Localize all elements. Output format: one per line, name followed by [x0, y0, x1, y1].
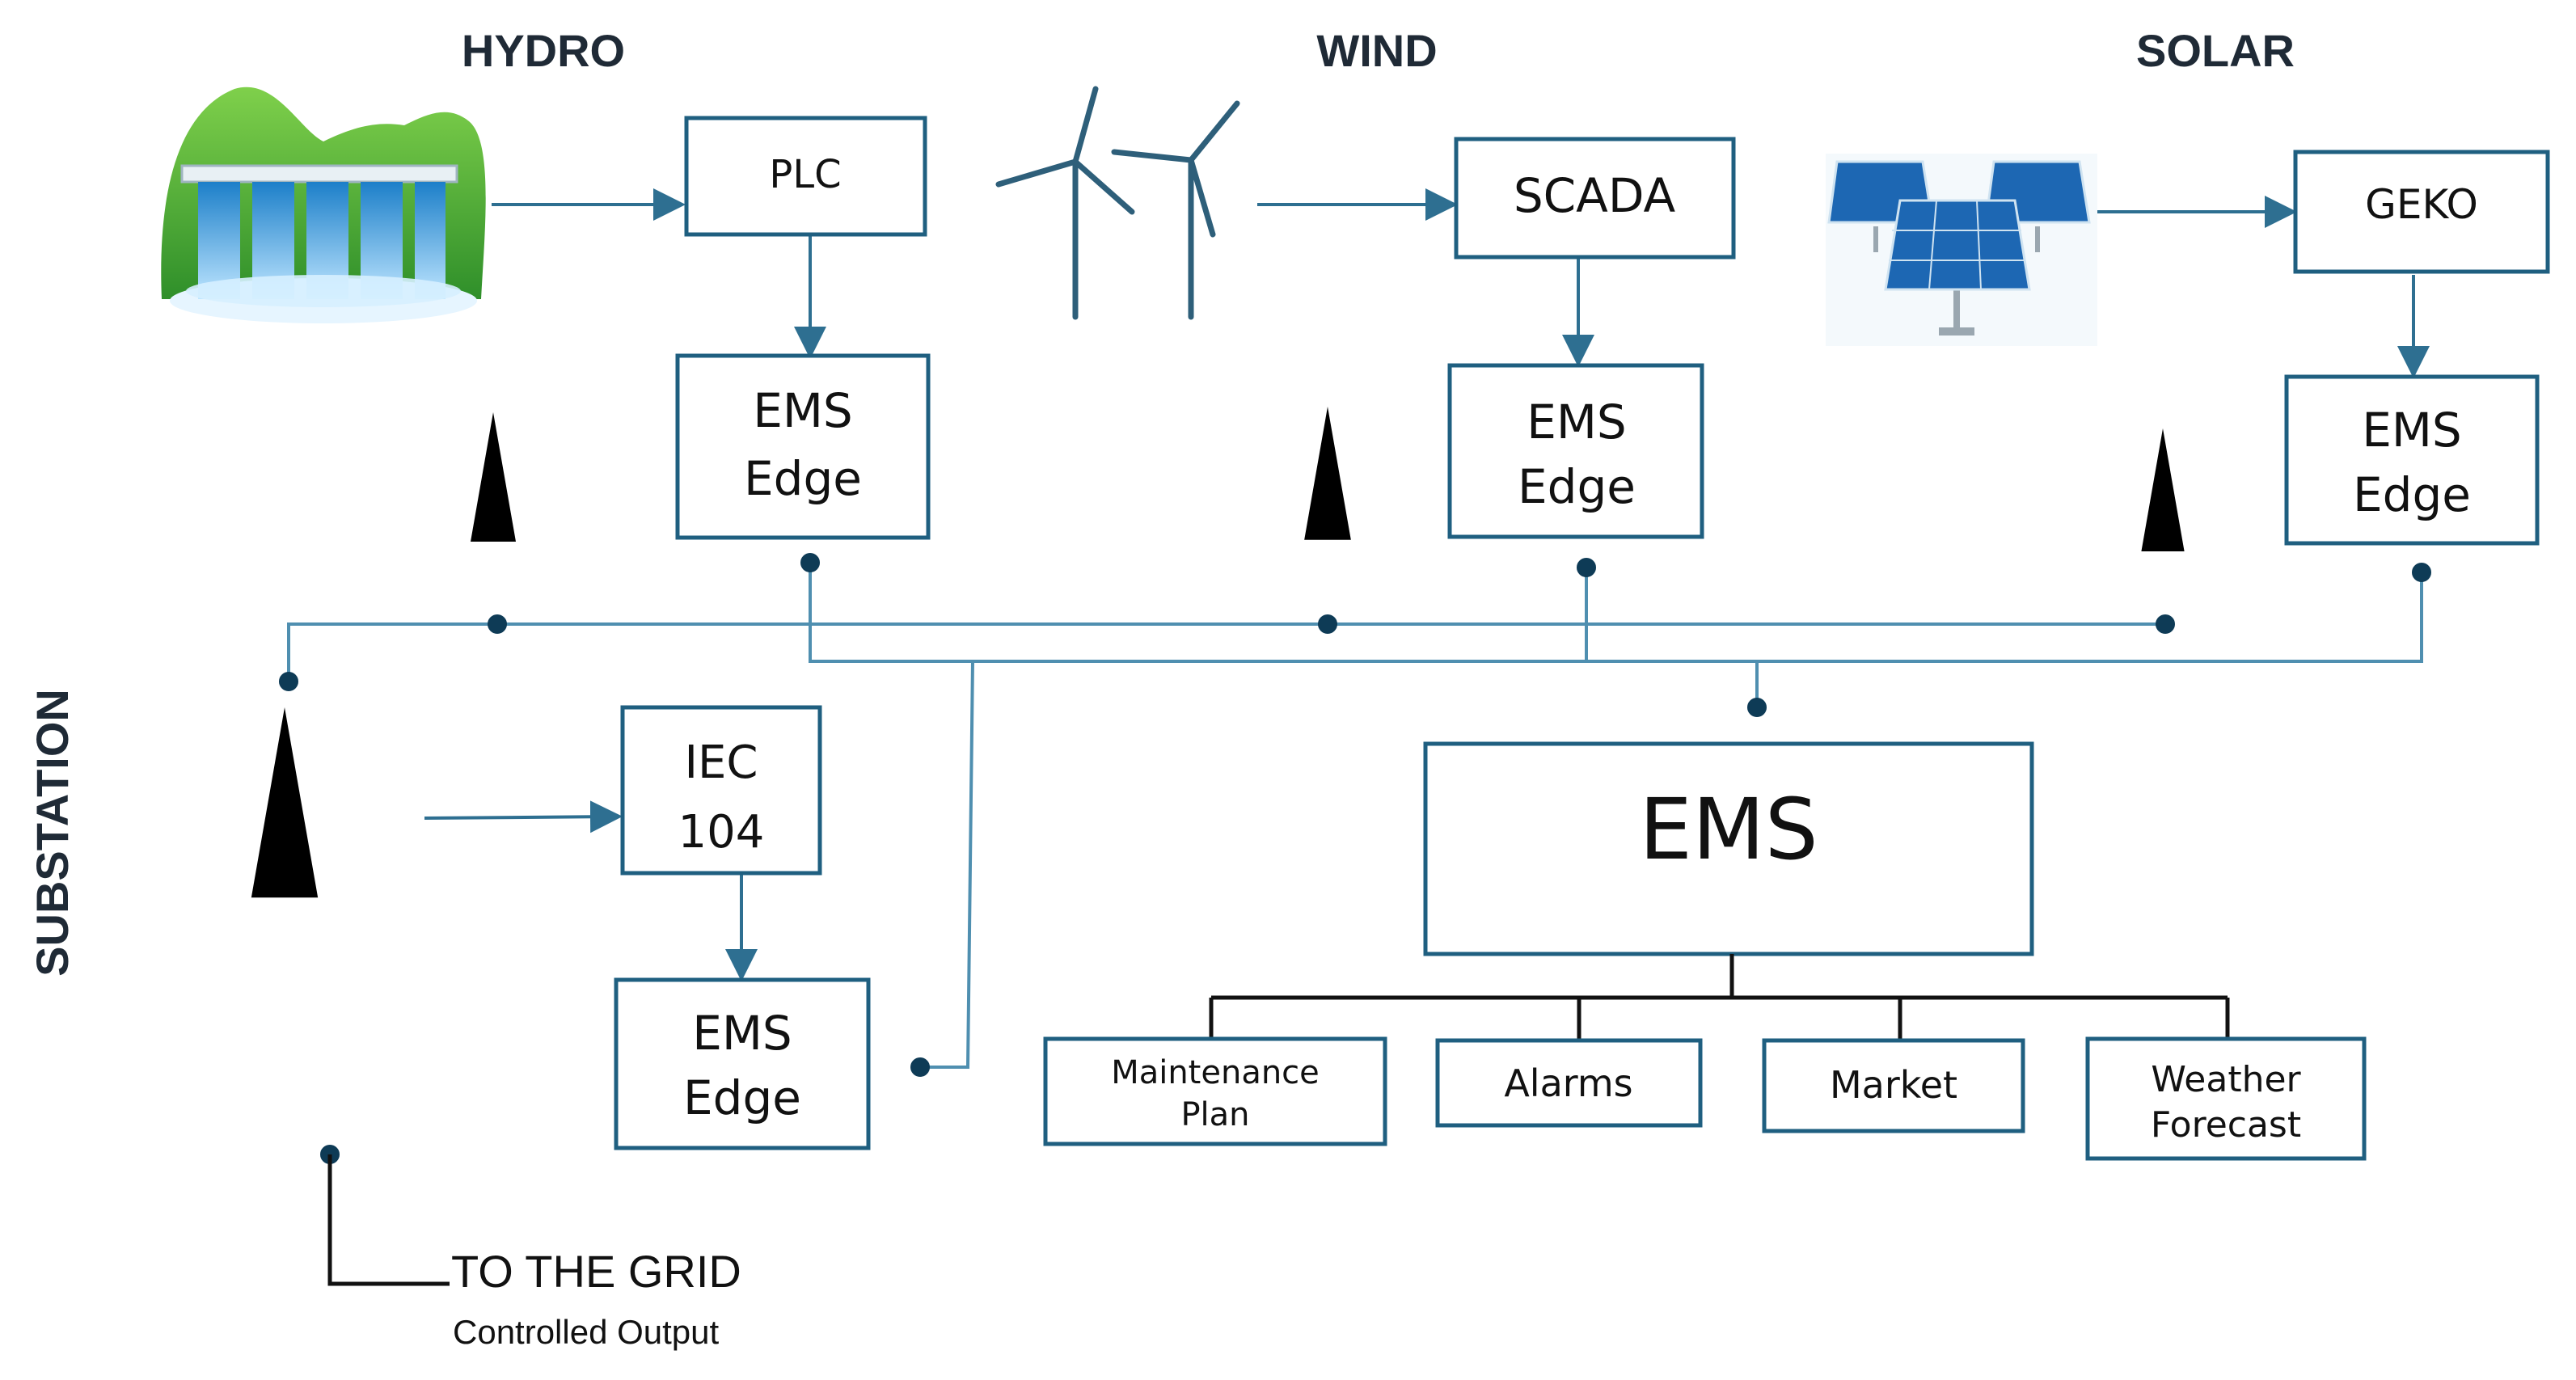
ems-main-label: EMS — [1639, 780, 1818, 879]
weather-forecast-box: Weather Forecast — [2085, 1036, 2367, 1161]
ems-edge-line1: EMS — [1527, 395, 1627, 449]
ems-data-bus — [809, 563, 2423, 663]
grid-output-line — [327, 1154, 450, 1286]
hydro-dam-icon — [161, 87, 486, 323]
substation-edge-bus — [920, 660, 974, 1069]
substation-to-iec-arrow — [424, 800, 623, 833]
bus-node — [279, 672, 298, 691]
plc-box: PLC — [684, 116, 927, 237]
grid-label: TO THE GRID — [451, 1246, 741, 1297]
bus-node — [800, 553, 820, 572]
alarms-box: Alarms — [1435, 1038, 1703, 1128]
maintenance-label-line1: Maintenance — [1111, 1054, 1320, 1091]
plc-label: PLC — [769, 152, 841, 197]
scada-box: SCADA — [1454, 137, 1736, 260]
iec-104-box: IEC 104 — [620, 705, 822, 876]
wind-turbine-icon — [995, 86, 1240, 320]
market-box: Market — [1762, 1038, 2025, 1133]
iec-label-line1: IEC — [685, 736, 758, 789]
wind-heading: WIND — [1316, 25, 1437, 76]
solar-panel-icon — [1826, 154, 2097, 346]
iec-label-line2: 104 — [678, 806, 765, 859]
solar-ems-edge-box: EMS Edge — [2284, 374, 2540, 546]
maintenance-label-line2: Plan — [1180, 1096, 1249, 1133]
bus-node — [488, 614, 507, 634]
transmission-tower-icon — [416, 412, 570, 545]
hydro-ems-edge-box: EMS Edge — [675, 353, 931, 540]
market-label: Market — [1830, 1063, 1957, 1107]
ems-edge-line1: EMS — [692, 1006, 792, 1061]
wind-ems-edge-box: EMS Edge — [1447, 363, 1704, 539]
bus-node — [910, 1057, 930, 1077]
geko-label: GEKO — [2365, 181, 2478, 228]
bus-node — [1318, 614, 1337, 634]
transmission-tower-icon — [1248, 407, 1407, 543]
ems-edge-line2: Edge — [683, 1070, 801, 1125]
transmission-tower-icon — [2089, 428, 2236, 555]
substation-ems-edge-box: EMS Edge — [614, 977, 871, 1150]
bus-node — [2156, 614, 2175, 634]
ems-edge-line1: EMS — [753, 383, 853, 438]
ems-edge-line2: Edge — [744, 451, 862, 506]
ems-edge-line1: EMS — [2362, 403, 2462, 458]
grid-sublabel: Controlled Output — [453, 1313, 720, 1351]
ems-edge-line2: Edge — [1518, 459, 1636, 514]
solar-heading: SOLAR — [2136, 25, 2295, 76]
ems-main-box: EMS — [1423, 741, 2034, 956]
weather-label-line1: Weather — [2151, 1059, 2301, 1100]
tower-bus-line — [287, 622, 2165, 679]
geko-box: GEKO — [2293, 150, 2550, 274]
substation-heading: SUBSTATION — [27, 689, 78, 977]
scada-label: SCADA — [1514, 168, 1676, 223]
hydro-heading: HYDRO — [462, 25, 625, 76]
weather-label-line2: Forecast — [2151, 1104, 2301, 1146]
ems-edge-line2: Edge — [2353, 467, 2471, 522]
ems-module-tree — [1209, 954, 2230, 1040]
alarms-label: Alarms — [1504, 1061, 1632, 1105]
bus-node — [1747, 698, 1767, 717]
bus-node — [1577, 558, 1596, 577]
maintenance-plan-box: Maintenance Plan — [1043, 1036, 1387, 1146]
transmission-tower-icon — [171, 707, 398, 903]
bus-node — [2412, 563, 2431, 582]
